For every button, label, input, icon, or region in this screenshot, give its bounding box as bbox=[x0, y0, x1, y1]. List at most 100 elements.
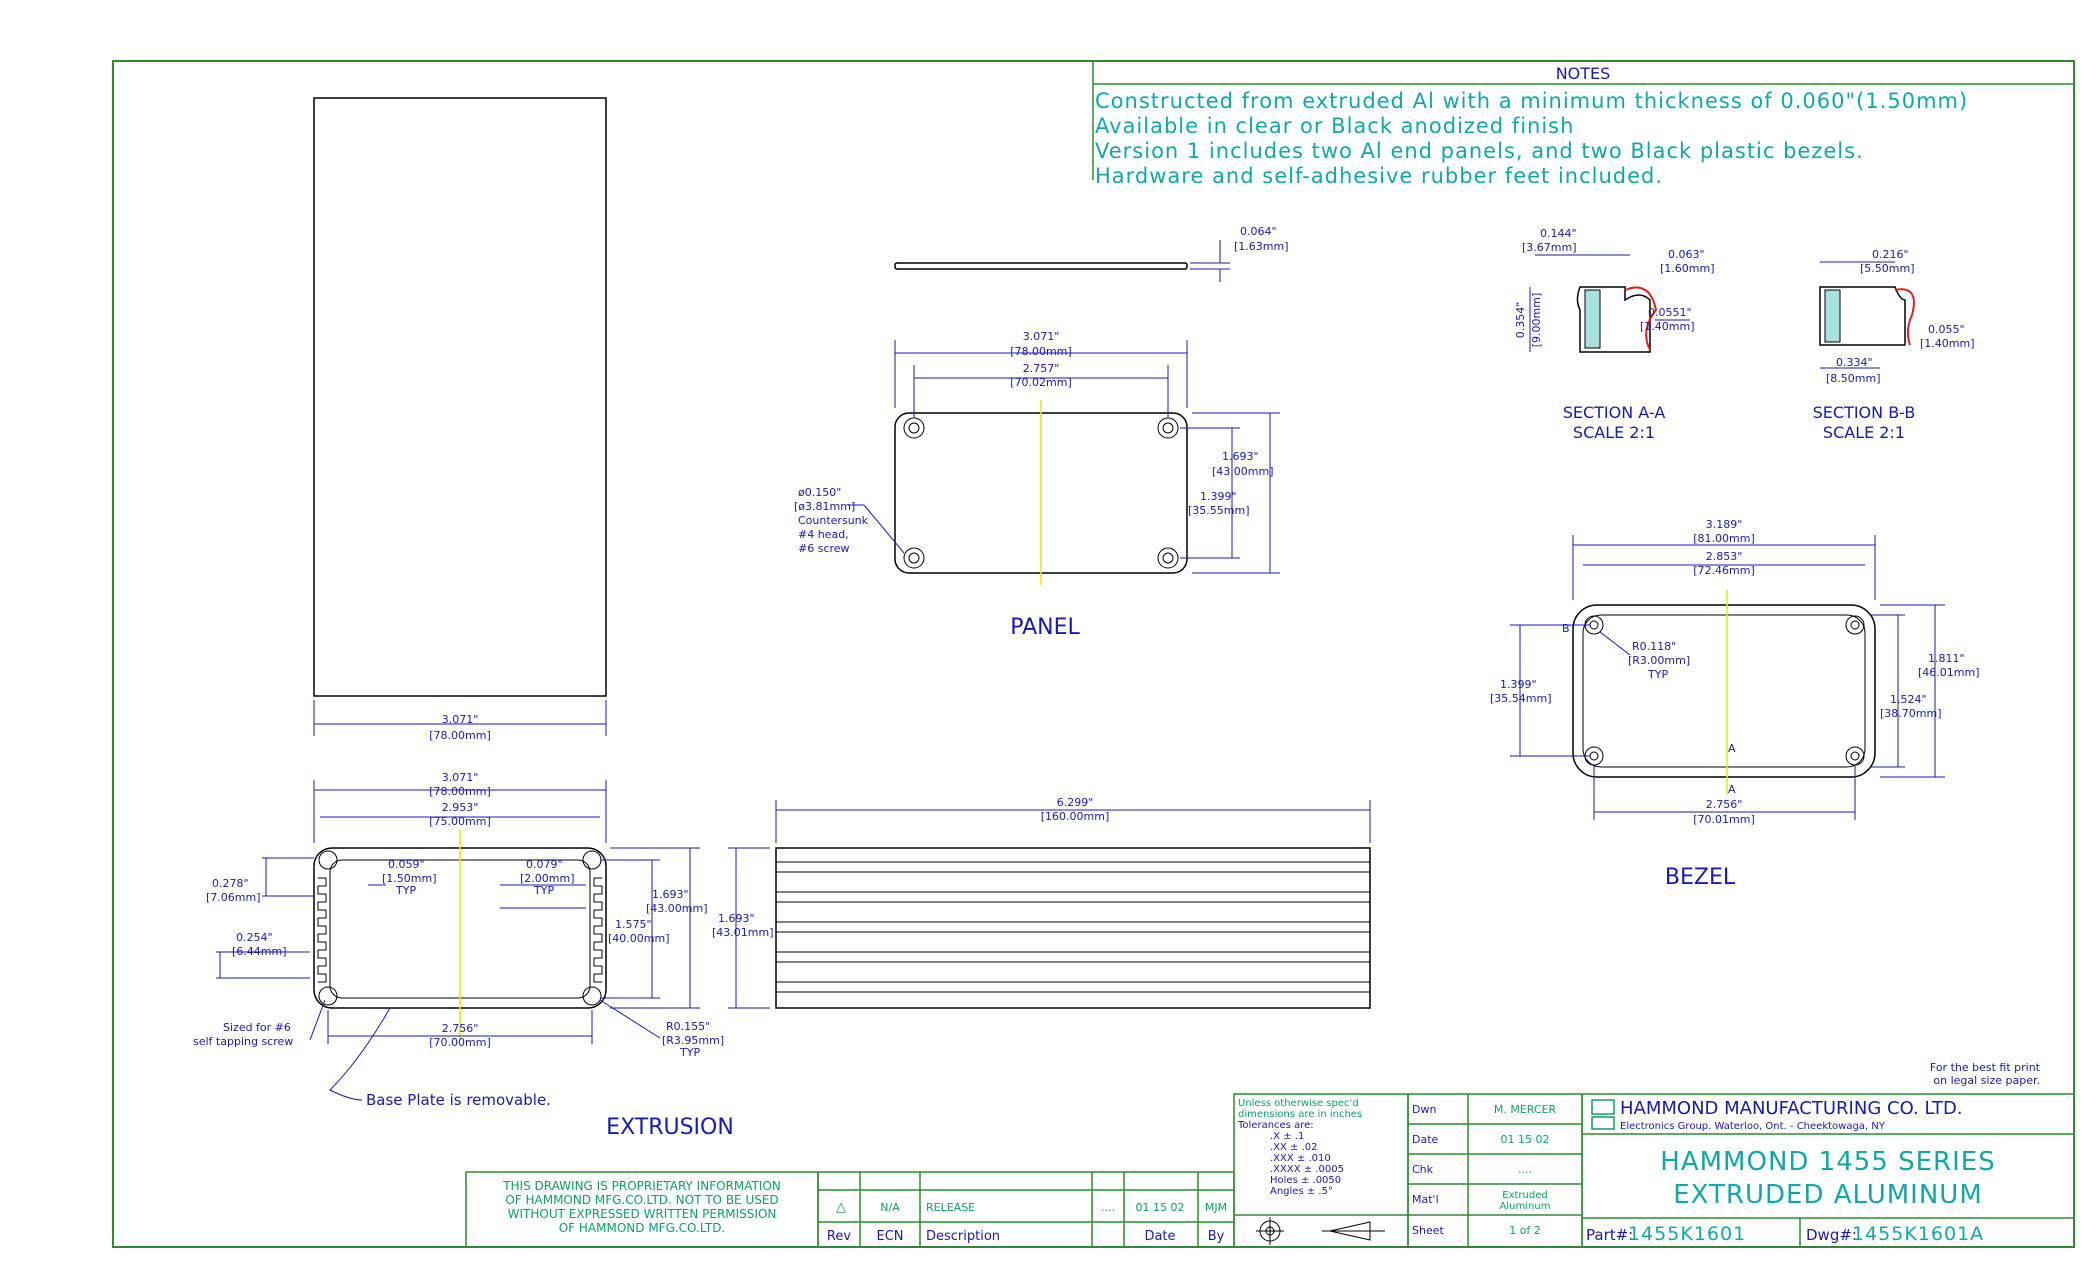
chk-value: .... bbox=[1518, 1163, 1532, 1176]
dim-panel-hole-note2: #4 head, bbox=[798, 528, 849, 541]
dim-panel-thick-mm: [1.63mm] bbox=[1234, 240, 1289, 253]
rev-head-ecn: ECN bbox=[876, 1229, 903, 1244]
dim-sec-a-1: 0.144" bbox=[1540, 227, 1577, 240]
rev-row-ecn: N/A bbox=[880, 1201, 900, 1214]
rev-head-date: Date bbox=[1144, 1229, 1175, 1244]
dim-bez-w2-mm: [72.46mm] bbox=[1693, 564, 1755, 577]
company-name: HAMMOND MANUFACTURING CO. LTD. bbox=[1620, 1098, 1963, 1119]
proprietary-line-3: WITHOUT EXPRESSED WRITTEN PERMISSION bbox=[508, 1207, 777, 1221]
dim-sec-b-1: 0.216" bbox=[1872, 248, 1909, 261]
dim-bez-h3: 1.399" bbox=[1500, 678, 1537, 691]
dim-panel-w1: 3.071" bbox=[1023, 330, 1060, 343]
dim-ext-r: R0.155" bbox=[666, 1020, 710, 1033]
section-b-b: 0.216" [5.50mm] 0.055" [1.40mm] 0.334" [… bbox=[1813, 248, 1975, 442]
section-mark-b: B bbox=[1562, 622, 1570, 635]
rev-row-by: MJM bbox=[1205, 1201, 1227, 1214]
proprietary-line-2: OF HAMMOND MFG.CO.LTD. NOT TO BE USED bbox=[505, 1193, 778, 1207]
tol-line-3: Tolerances are: bbox=[1237, 1120, 1314, 1131]
fit-note-2: on legal size paper. bbox=[1933, 1074, 2040, 1087]
notes-title: NOTES bbox=[1556, 64, 1611, 83]
dim-bez-h2: 1.524" bbox=[1890, 693, 1927, 706]
projection-symbol-icon bbox=[1256, 1217, 1385, 1245]
view-label-section-bb: SECTION B-B bbox=[1813, 403, 1916, 422]
rev-symbol-icon: △ bbox=[836, 1200, 846, 1215]
dim-bez-w3-mm: [70.01mm] bbox=[1693, 813, 1755, 826]
hammond-logo-icon bbox=[1591, 1099, 1615, 1130]
notes-block: NOTES Constructed from extruded Al with … bbox=[1092, 61, 2074, 188]
section-mark-a-top: A bbox=[1728, 742, 1736, 755]
proprietary-line-4: OF HAMMOND MFG.CO.LTD. bbox=[559, 1221, 726, 1235]
dim-ext-r-mm: [R3.95mm] bbox=[662, 1034, 724, 1047]
dim-panel-hole: ø0.150" bbox=[798, 486, 841, 499]
view-label-panel: PANEL bbox=[1010, 615, 1080, 640]
view-label-bezel: BEZEL bbox=[1665, 865, 1736, 890]
proprietary-line-1: THIS DRAWING IS PROPRIETARY INFORMATION bbox=[502, 1179, 781, 1193]
note-line-2: Available in clear or Black anodized fin… bbox=[1095, 114, 1574, 138]
dim-sec-a-4-mm: [9.00mm] bbox=[1530, 293, 1543, 348]
dwg-label: Dwg#: bbox=[1806, 1226, 1857, 1244]
dim-panel-h2-mm: [35.55mm] bbox=[1188, 504, 1250, 517]
dim-bez-w1: 3.189" bbox=[1706, 518, 1743, 531]
base-plate-note: Base Plate is removable. bbox=[366, 1091, 551, 1109]
chk-label: Chk bbox=[1412, 1163, 1434, 1176]
part-label: Part#: bbox=[1586, 1226, 1633, 1244]
dim-panel-thick: 0.064" bbox=[1240, 225, 1277, 238]
dim-ext-w3-mm: [70.00mm] bbox=[429, 1036, 491, 1049]
dwn-label: Dwn bbox=[1412, 1103, 1436, 1116]
tol-line-9: Angles ± .5° bbox=[1270, 1186, 1333, 1197]
fit-note-1: For the best fit print bbox=[1930, 1061, 2041, 1074]
tol-line-1: Unless otherwise spec'd bbox=[1238, 1098, 1359, 1109]
dim-ext-h1-mm: [43.00mm] bbox=[646, 902, 708, 915]
rev-row-desc: RELEASE bbox=[926, 1201, 975, 1214]
section-a-a: 0.144" [3.67mm] 0.063" [1.60mm] 0.0551" … bbox=[1514, 227, 1715, 442]
dim-panel-hole-mm: [ø3.81mm] bbox=[794, 500, 855, 513]
dim-sec-a-3: 0.0551" bbox=[1648, 306, 1692, 319]
dim-sec-a-2-mm: [1.60mm] bbox=[1660, 262, 1715, 275]
dim-panel-hole-note1: Countersunk bbox=[798, 514, 869, 527]
dim-ext-h1: 1.693" bbox=[652, 888, 689, 901]
dim-len-w-mm: [160.00mm] bbox=[1041, 810, 1110, 823]
dim-ext-w2-mm: [75.00mm] bbox=[429, 815, 491, 828]
date-value: 01 15 02 bbox=[1501, 1133, 1550, 1146]
dim-ext-c-typ: TYP bbox=[533, 884, 554, 897]
extrusion-length-view: 6.299" [160.00mm] 1.693" [43.01mm] bbox=[712, 796, 1371, 1009]
tol-line-2: dimensions are in inches bbox=[1238, 1109, 1362, 1120]
view-label-section-aa-scale: SCALE 2:1 bbox=[1573, 423, 1655, 442]
date-label: Date bbox=[1412, 1133, 1439, 1146]
dim-top-width: 3.071" bbox=[442, 713, 479, 726]
dim-bez-h1-mm: [46.01mm] bbox=[1918, 666, 1980, 679]
dim-ext-w1: 3.071" bbox=[442, 771, 479, 784]
dim-ext-d: 0.254" bbox=[236, 931, 273, 944]
note-line-4: Hardware and self-adhesive rubber feet i… bbox=[1095, 164, 1663, 188]
matl-value-1: Extruded bbox=[1502, 1190, 1547, 1201]
matl-value-2: Aluminum bbox=[1500, 1201, 1551, 1212]
dim-ext-r-typ: TYP bbox=[679, 1046, 700, 1059]
dim-panel-w2: 2.757" bbox=[1023, 362, 1060, 375]
dim-panel-h1-mm: [43.00mm] bbox=[1212, 465, 1274, 478]
dim-bez-w2: 2.853" bbox=[1706, 550, 1743, 563]
dim-panel-hole-note3: #6 screw bbox=[798, 542, 850, 555]
dim-ext-h2-mm: [40.00mm] bbox=[608, 932, 670, 945]
dim-sec-a-2: 0.063" bbox=[1668, 248, 1705, 261]
dim-panel-h1: 1.693" bbox=[1222, 450, 1259, 463]
dim-panel-h2: 1.399" bbox=[1200, 490, 1237, 503]
rev-row-dots: .... bbox=[1101, 1201, 1115, 1214]
section-mark-a-bottom: A bbox=[1728, 783, 1736, 796]
dim-len-h: 1.693" bbox=[718, 912, 755, 925]
dim-len-h-mm: [43.01mm] bbox=[712, 926, 774, 939]
dwg-value: 1455K1601A bbox=[1852, 1223, 1984, 1245]
dim-ext-a-mm: [7.06mm] bbox=[206, 891, 261, 904]
dim-bez-h3-mm: [35.54mm] bbox=[1490, 692, 1552, 705]
dim-sec-a-4: 0.354" bbox=[1514, 302, 1527, 339]
dwn-value: M. MERCER bbox=[1494, 1103, 1557, 1116]
dim-ext-a: 0.278" bbox=[212, 877, 249, 890]
dim-panel-w1-mm: [78.00mm] bbox=[1010, 345, 1072, 358]
dim-ext-screw-2: self tapping screw bbox=[193, 1035, 293, 1048]
dim-sec-b-3: 0.334" bbox=[1836, 356, 1873, 369]
part-value: 1455K1601 bbox=[1628, 1223, 1746, 1245]
rev-head-by: By bbox=[1208, 1229, 1225, 1244]
tol-line-4: .X ± .1 bbox=[1270, 1131, 1304, 1142]
title-block-text: THIS DRAWING IS PROPRIETARY INFORMATION … bbox=[502, 1061, 2041, 1245]
dim-bez-h1: 1.811" bbox=[1928, 652, 1965, 665]
